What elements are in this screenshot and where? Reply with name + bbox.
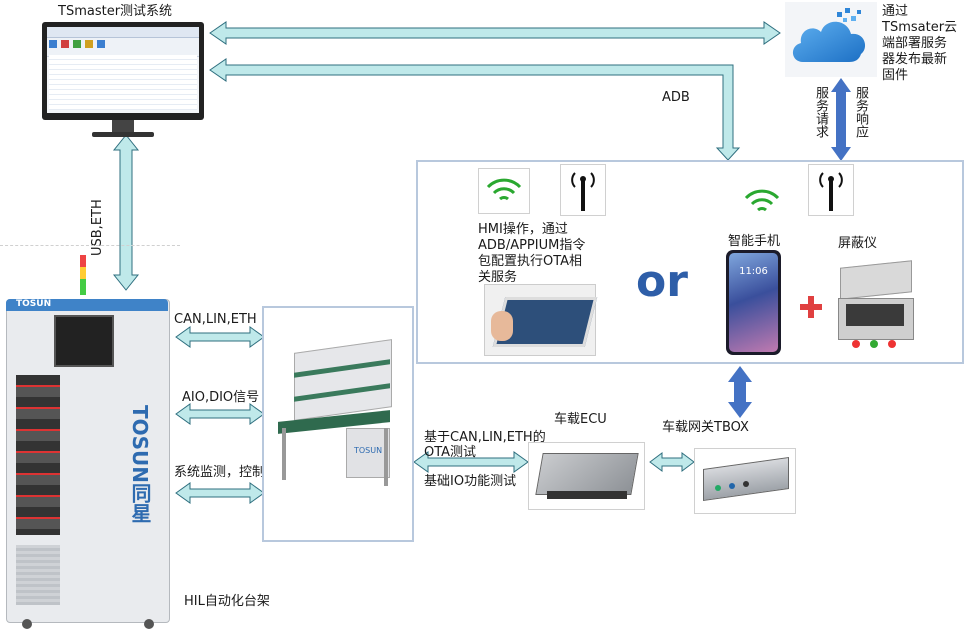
rack-side-brand: TOSUN同星 xyxy=(128,405,152,524)
service-request-label: 服务请求 xyxy=(813,86,828,138)
hmi-text-2: ADB/APPIUM指令 xyxy=(478,238,586,253)
smartphone-label: 智能手机 xyxy=(728,234,781,249)
tablet-hand-icon xyxy=(484,284,598,356)
bench-brand: TOSUN xyxy=(354,446,383,455)
or-label: or xyxy=(636,256,688,307)
monitor-icon xyxy=(42,22,204,140)
tbox-label: 车载网关TBOX xyxy=(662,420,749,435)
sys-monitor-label: 系统监测，控制 xyxy=(174,465,266,480)
rack-brand: TOSUN xyxy=(16,299,52,309)
cloud-note-3: 端部署服务 xyxy=(882,36,948,51)
arrow-sys-monitor xyxy=(175,482,265,504)
shield-box-label: 屏蔽仪 xyxy=(838,236,878,251)
service-response-label: 服务响应 xyxy=(853,86,868,138)
arrow-can-lin-eth xyxy=(175,326,265,348)
cloud-icon xyxy=(785,2,877,77)
phone-time: 11:06 xyxy=(739,266,768,277)
arrow-adb xyxy=(209,58,741,161)
wifi-icon-2 xyxy=(738,182,786,222)
adb-label: ADB xyxy=(662,90,690,105)
can-lin-eth-label: CAN,LIN,ETH xyxy=(174,312,257,327)
ota-test-label-1: 基于CAN,LIN,ETH的 xyxy=(424,430,546,445)
tsmaster-title: TSmaster测试系统 xyxy=(58,4,173,19)
separator-line xyxy=(0,245,180,246)
wifi-icon xyxy=(478,168,530,214)
bench-icon: TOSUN xyxy=(276,339,398,490)
hmi-text-3: 包配置执行OTA相 xyxy=(478,254,583,269)
cloud-note-1: 通过 xyxy=(882,4,909,19)
arrow-ecu-tbox xyxy=(649,452,695,472)
arrow-panel-tbox xyxy=(728,366,752,418)
cloud-note-2: TSmsater云 xyxy=(882,20,958,35)
rack-icon: TOSUN TOSUN同星 xyxy=(6,255,171,630)
ota-test-label-2: OTA测试 xyxy=(424,445,477,460)
arrow-tsmaster-cloud xyxy=(209,21,781,45)
cloud-note-5: 固件 xyxy=(882,68,909,83)
arrow-cloud-panel xyxy=(831,78,851,161)
arrow-usb-eth xyxy=(112,134,140,291)
arrow-aio-dio xyxy=(175,403,265,425)
shield-box-icon xyxy=(834,258,916,358)
plus-icon xyxy=(800,296,822,318)
hil-label: HIL自动化台架 xyxy=(184,594,270,609)
tbox-icon xyxy=(694,448,796,514)
hmi-text-1: HMI操作，通过 xyxy=(478,222,568,237)
io-test-label: 基础IO功能测试 xyxy=(424,474,517,489)
hmi-text-4: 关服务 xyxy=(478,270,518,285)
ecu-label: 车载ECU xyxy=(554,412,607,427)
cloud-note-4: 器发布最新 xyxy=(882,52,948,67)
ecu-icon xyxy=(528,442,645,510)
aio-dio-label: AIO,DIO信号 xyxy=(182,390,260,405)
antenna-icon xyxy=(560,164,606,216)
phone-icon: 11:06 xyxy=(726,250,781,355)
antenna-icon-2 xyxy=(808,164,854,216)
